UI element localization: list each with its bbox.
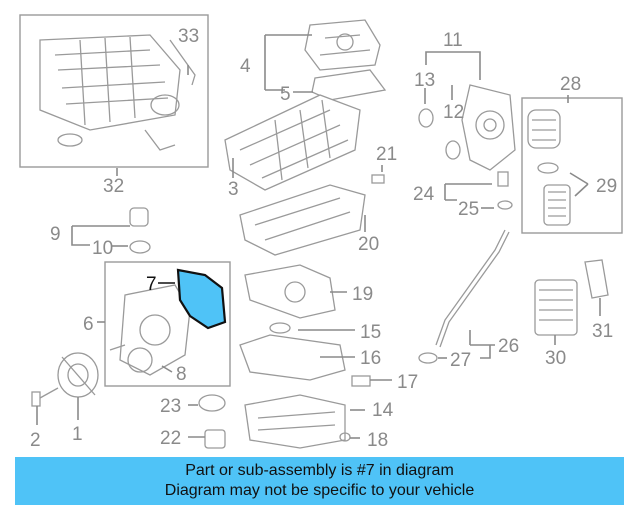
oil-filter-part — [527, 109, 571, 226]
intake-manifold-group-box — [19, 14, 209, 168]
callout-30: 30 — [545, 348, 566, 369]
callout-29: 29 — [596, 176, 617, 197]
callout-28: 28 — [560, 74, 581, 95]
timing-cover-part — [418, 84, 516, 171]
callout-10: 10 — [92, 238, 113, 259]
oil-cooler-part — [534, 259, 609, 336]
callout-20: 20 — [358, 234, 379, 255]
callout-2: 2 — [30, 430, 41, 451]
parts-diagram: 1 2 3 4 5 6 7 8 9 10 11 12 13 14 15 16 1… — [19, 14, 623, 451]
callout-1: 1 — [72, 424, 83, 445]
callout-26: 26 — [498, 336, 519, 357]
info-banner: Part or sub-assembly is #7 in diagram Di… — [15, 457, 624, 505]
banner-line-2: Diagram may not be specific to your vehi… — [164, 482, 475, 499]
pulley-part — [31, 352, 99, 407]
gasket-part-7 — [176, 268, 227, 330]
callout-27: 27 — [450, 350, 471, 371]
callout-24: 24 — [413, 184, 435, 205]
callout-33: 33 — [178, 26, 199, 47]
callout-18: 18 — [367, 430, 388, 451]
callout-15: 15 — [360, 322, 381, 343]
oil-filter-group-box — [521, 97, 623, 234]
intake-manifold-part — [39, 34, 196, 151]
front-cover-part — [109, 284, 191, 376]
leader-lines — [36, 34, 601, 439]
callout-13: 13 — [414, 70, 435, 91]
callout-7: 7 — [146, 274, 157, 295]
callout-11: 11 — [443, 30, 463, 51]
callout-14: 14 — [372, 400, 394, 421]
callout-32: 32 — [103, 176, 124, 197]
callout-12: 12 — [443, 102, 464, 123]
oil-pan-part — [239, 264, 371, 449]
callout-5: 5 — [280, 84, 291, 105]
callout-19: 19 — [352, 284, 373, 305]
front-cover-group-box — [104, 261, 231, 387]
callout-3: 3 — [228, 179, 239, 200]
callout-23: 23 — [160, 396, 181, 417]
callout-labels: 1 2 3 4 5 6 7 8 9 10 11 12 13 14 15 16 1… — [30, 26, 617, 451]
callout-17: 17 — [397, 372, 418, 393]
callout-4: 4 — [240, 56, 251, 77]
callout-25: 25 — [458, 199, 479, 220]
callout-21: 21 — [376, 144, 397, 165]
valve-cover-part — [224, 19, 387, 256]
callout-9: 9 — [50, 224, 61, 245]
callout-22: 22 — [160, 428, 181, 449]
misc-small-parts — [129, 174, 385, 449]
callout-16: 16 — [360, 348, 381, 369]
banner-line-1: Part or sub-assembly is #7 in diagram — [185, 462, 454, 479]
dipstick-part — [418, 171, 513, 364]
callout-31: 31 — [592, 321, 613, 342]
callout-8: 8 — [176, 364, 187, 385]
callout-6: 6 — [83, 314, 94, 335]
